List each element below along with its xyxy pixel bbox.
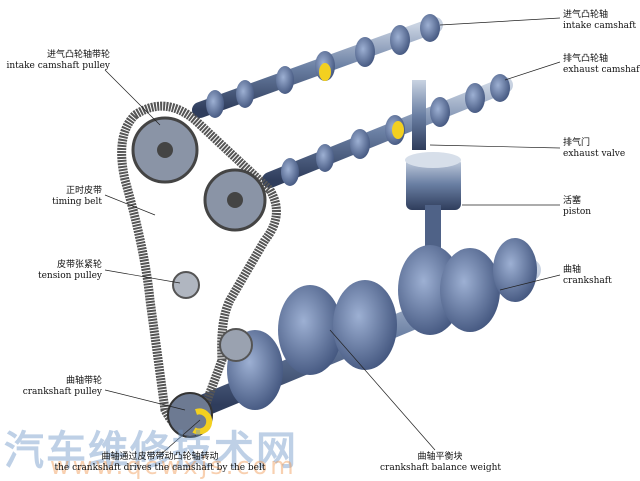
timing-belt: [117, 101, 281, 433]
watermark-name: 汽车维修技术网: [4, 428, 298, 474]
exhaust-camshaft: [262, 74, 513, 188]
label-exhaust-camshaft: 排气凸轮轴 exhaust camshaft: [563, 54, 640, 76]
label-en: crankshaft balance weight: [380, 463, 502, 473]
label-en: crankshaft: [563, 276, 612, 286]
pulleys: [131, 116, 267, 438]
label-zh: 排气门: [563, 138, 591, 148]
label-tension-pulley: 皮带张紧轮 tension pulley: [38, 260, 102, 282]
intake-camshaft: [192, 14, 443, 118]
label-en: timing belt: [52, 197, 102, 207]
label-intake-camshaft: 进气凸轮轴 intake camshaft: [563, 10, 636, 32]
label-en: crankshaft pulley: [22, 387, 102, 397]
label-zh: 排气凸轮轴: [563, 54, 609, 64]
label-zh: 正时皮带: [65, 186, 102, 196]
label-zh: 曲轴平衡块: [417, 452, 463, 462]
watermark-url: www.qcwxjs.com: [50, 452, 297, 480]
leader-lines: [104, 17, 561, 456]
label-zh: 曲轴带轮: [65, 376, 102, 386]
label-exhaust-valve: 排气门 exhaust valve: [563, 138, 625, 160]
label-en: intake camshaft pulley: [6, 61, 110, 71]
exhaust-sensor-marker: [392, 121, 404, 139]
label-timing-belt: 正时皮带 timing belt: [52, 186, 102, 208]
label-en: intake camshaft: [563, 21, 636, 31]
label-crankshaft-pulley: 曲轴带轮 crankshaft pulley: [23, 376, 102, 398]
label-zh: 进气凸轮轴: [563, 10, 609, 20]
label-zh: 曲轴: [563, 265, 582, 275]
label-intake-camshaft-pulley: 进气凸轮轴带轮 intake camshaft pulley: [6, 50, 110, 72]
label-zh: 曲轴通过皮带带动凸轮轴转动: [101, 452, 219, 462]
label-en: exhaust camshaft: [563, 65, 640, 75]
label-crankshaft: 曲轴 crankshaft: [563, 265, 612, 287]
label-en: piston: [563, 207, 592, 217]
label-zh: 皮带张紧轮: [56, 260, 102, 270]
label-en: the crankshaft drives the camshaft by th…: [54, 463, 266, 473]
label-balance-weight: 曲轴平衡块 crankshaft balance weight: [380, 452, 502, 474]
label-zh: 进气凸轮轴带轮: [46, 50, 110, 60]
intake-sensor-marker: [319, 63, 331, 81]
label-zh: 活塞: [563, 196, 582, 206]
label-en: tension pulley: [37, 271, 102, 281]
label-belt-drive: 曲轴通过皮带带动凸轮轴转动 the crankshaft drives the …: [50, 452, 270, 474]
label-piston: 活塞 piston: [563, 196, 591, 218]
label-en: exhaust valve: [563, 149, 626, 159]
